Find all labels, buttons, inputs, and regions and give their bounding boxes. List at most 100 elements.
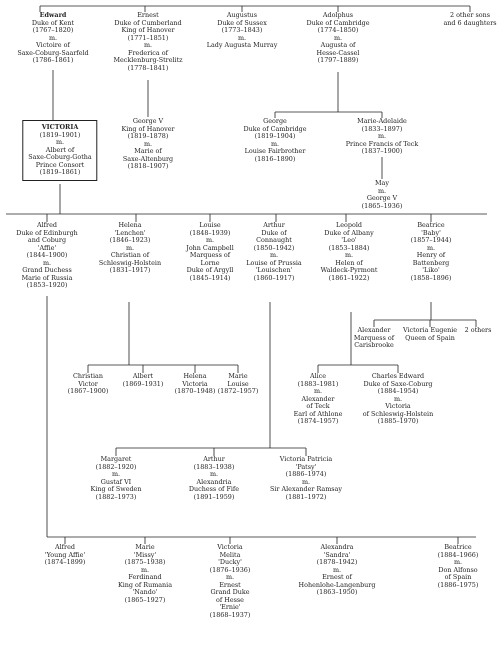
node-text-line: (1861–1922) — [328, 273, 370, 282]
node-text-line: (1773–1843) — [221, 26, 263, 34]
node-text-line: and Coburg — [27, 236, 67, 244]
node-text-line: m. — [48, 33, 58, 42]
person-marie-adelaide: Marie-Adelaide(1833–1897)m.Prince Franci… — [344, 117, 420, 156]
node-text-line: 'Nando' — [132, 588, 158, 596]
node-text-line: George — [263, 117, 287, 125]
node-text-line: Marie of — [134, 147, 162, 155]
node-text-line: Helen of — [335, 258, 363, 267]
node-text-line: Marie — [228, 372, 248, 380]
node-text-line: 'Ernie' — [219, 603, 241, 611]
node-text-line: Lorne — [200, 258, 220, 267]
node-text-line: m. — [143, 139, 153, 148]
node-text-line: Hohenlohe-Langenburg — [298, 580, 376, 589]
node-text-line: Victoria — [182, 379, 208, 388]
node-text-line: Battenberg — [412, 258, 450, 267]
node-text-line: Louise of Prussia — [246, 258, 302, 267]
node-text-line: King of Sweden — [90, 485, 142, 493]
node-text-line: Marie of Russia — [21, 273, 73, 282]
node-text-line: m. — [55, 138, 65, 146]
node-text-line: (1844–1900) — [26, 251, 68, 259]
node-text-line: m. — [333, 33, 343, 42]
node-text-line: 'Young Affie' — [44, 550, 86, 559]
node-text-line: Charles Edward — [371, 372, 425, 380]
node-text-line: Ferdinand — [128, 573, 162, 581]
node-text-line: (1845–1914) — [189, 273, 231, 282]
node-text-line: Victoire of — [36, 41, 70, 49]
node-text-line: (1885–1970) — [377, 417, 419, 425]
node-text-line: Louise — [199, 221, 221, 229]
node-text-line: 2 others — [464, 326, 492, 334]
node-text-line: 'Baby' — [421, 228, 441, 237]
node-text-line: Mecklenburg-Strelitz — [113, 56, 183, 64]
node-text-line: 'Affie' — [37, 243, 57, 252]
node-text-line: King of Hanover — [121, 26, 175, 34]
node-text-line: 'Louischen' — [255, 266, 293, 274]
node-text-line: m. — [344, 251, 354, 259]
node-text-line: (1857–1944) — [410, 236, 452, 244]
node-text-line: m. — [270, 139, 280, 148]
node-text-line: Gustaf VI — [100, 477, 132, 486]
node-text-line: Saxe-Coburg-Saarfeld — [17, 48, 89, 57]
node-text-line: Duke of Sussex — [217, 18, 267, 27]
node-text-line: May — [375, 179, 389, 187]
person-albert: Albert(1869–1931) — [121, 372, 165, 388]
node-text-line: Helena — [183, 372, 207, 380]
node-text-line: (1881–1972) — [285, 492, 327, 501]
node-text-line: Alfred — [37, 221, 57, 229]
node-text-line: Schleswig-Holstein — [98, 258, 162, 267]
node-text-line: (1878–1942) — [316, 558, 358, 566]
node-text-line: (1786–1861) — [32, 56, 74, 64]
node-text-line: m. — [143, 41, 153, 49]
node-text-line: Duchess of Fife — [188, 485, 240, 493]
node-text-line: Alexandria — [196, 477, 232, 486]
node-text-line: Duke of Edinburgh — [16, 228, 78, 237]
node-text-line: (1882–1973) — [95, 492, 137, 501]
node-text-line: (1831–1917) — [109, 266, 151, 274]
node-text-line: (1865–1927) — [124, 595, 166, 604]
node-text-line: m. — [42, 258, 52, 267]
node-text-line: (1819–1904) — [254, 132, 296, 140]
node-text-line: m. — [377, 186, 387, 195]
node-text-line: (1848–1939) — [189, 228, 231, 237]
node-text-line: Louise Fairbrother — [244, 147, 306, 155]
node-text-line: m. — [269, 251, 279, 259]
node-text-line: Marie — [135, 543, 155, 551]
node-text-line: (1886–1975) — [437, 580, 479, 589]
node-text-line: (1883–1938) — [193, 462, 235, 471]
node-text-line: Alexander — [301, 394, 335, 403]
node-text-line: (1771–1851) — [127, 33, 169, 42]
node-text-line: (1858–1896) — [410, 273, 452, 282]
node-text-line: Sir Alexander Ramsay — [270, 485, 342, 493]
node-text-line: m. — [111, 470, 121, 478]
node-text-line: Henry of — [416, 251, 446, 259]
node-text-line: 'Lenchen' — [114, 228, 146, 237]
node-text-line: (1797–1889) — [317, 56, 359, 64]
node-text-line: m. — [209, 470, 219, 478]
node-text-line: Helena — [118, 221, 142, 229]
node-text-line: (1874–1957) — [297, 417, 339, 425]
node-text-line: Alfred — [55, 543, 75, 551]
node-text-line: m. — [225, 573, 235, 581]
other-children-beatrice: 2 others — [463, 326, 493, 335]
node-text-line: Christian — [73, 372, 103, 380]
node-text-line: Hesse-Cassel — [316, 48, 360, 57]
node-text-line: (1867–1900) — [67, 387, 109, 395]
node-text-line: Earl of Athlone — [293, 409, 343, 418]
node-text-line: Christian of — [110, 251, 150, 259]
node-text-line: (1872–1957) — [217, 387, 259, 395]
